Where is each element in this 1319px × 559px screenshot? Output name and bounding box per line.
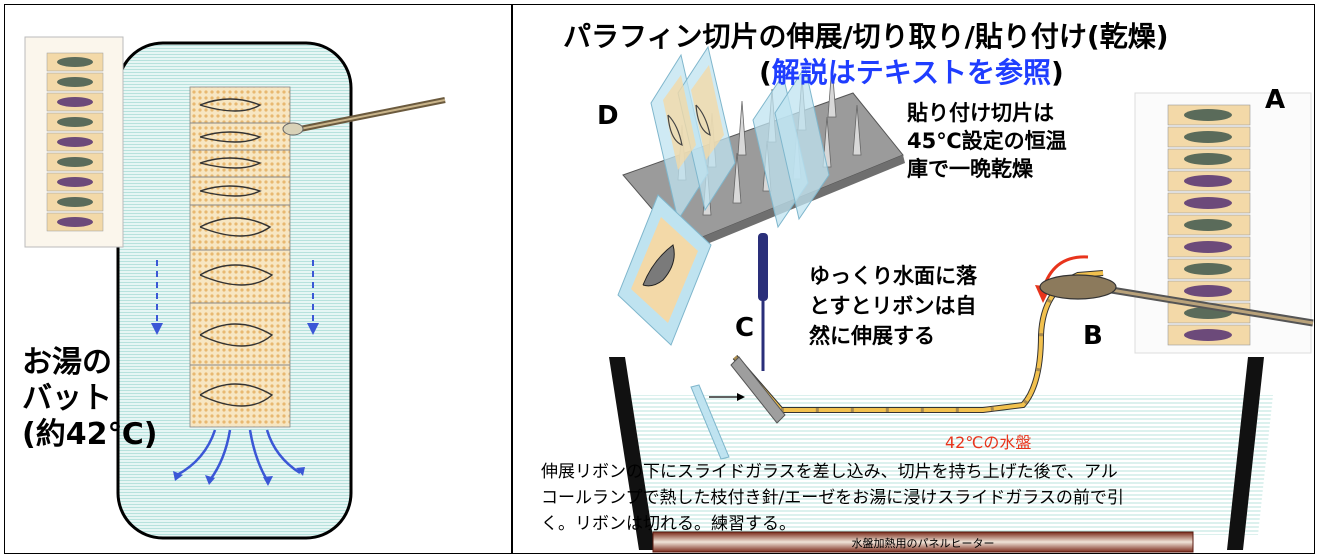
basin-wall-right — [1227, 357, 1264, 550]
flow-down-arrow-left — [151, 260, 163, 335]
water-surface — [623, 395, 1273, 535]
label-c: C — [735, 313, 755, 343]
label-a: A — [1265, 85, 1286, 115]
basin-wall-left — [609, 357, 655, 550]
float-note: ゆっくり水面に落 とすとリボンは自 然に伸展する — [809, 261, 977, 351]
float-note-line1: ゆっくり水面に落 — [809, 264, 977, 288]
push-arrow — [709, 393, 745, 401]
bath-label-line3: (約42℃) — [22, 417, 158, 452]
card-a-sections — [1167, 104, 1251, 346]
subtitle: (解説はテキストを参照) — [759, 51, 1064, 91]
outflow-arrows — [176, 429, 301, 481]
instruction-line2: コールランプで熱した枝付き針/エーゼをお湯に浸けスライドガラスの前で引 — [541, 488, 1124, 508]
float-note-line2: とすとリボンは自 — [809, 294, 977, 318]
water-bath-label: 42℃の水盤 — [945, 433, 1032, 452]
stretching-illustration — [609, 45, 1314, 553]
bath-label-line2: バット — [22, 381, 112, 416]
drying-note-line2: 45℃設定の恒温 — [907, 129, 1067, 153]
drying-note-line3: 庫で一晩乾燥 — [907, 157, 1033, 181]
label-b: B — [1083, 321, 1103, 351]
right-panel: パラフィン切片の伸展/切り取り/貼り付け(乾燥) (解説はテキストを参照) D … — [512, 4, 1315, 554]
subtitle-open-paren: ( — [759, 56, 772, 89]
heater-label: 水盤加熱用のパネルヒーター — [851, 537, 995, 550]
subtitle-close-paren: ) — [1050, 56, 1064, 89]
drying-note-line1: 貼り付け切片は — [907, 101, 1054, 125]
brush-tool-b — [1039, 274, 1314, 327]
label-d: D — [597, 101, 619, 131]
panel-heater — [652, 531, 1194, 553]
sample-card-sections — [46, 52, 104, 232]
float-note-line3: 然に伸展する — [809, 324, 935, 348]
instruction-text: 伸展リボンの下にスライドガラスを差し込み、切片を持ち上げた後で、アル コールラン… — [541, 459, 1124, 537]
drying-note: 貼り付け切片は 45℃設定の恒温 庫で一晩乾燥 — [907, 99, 1067, 183]
floating-ribbon — [189, 86, 291, 428]
instruction-line3: く。リボンは切れる。練習する。 — [541, 514, 796, 534]
instruction-line1: 伸展リボンの下にスライドガラスを差し込み、切片を持ち上げた後で、アル — [541, 462, 1118, 482]
left-panel: お湯の バット (約42℃) — [4, 4, 512, 554]
flow-down-arrow-right — [307, 260, 319, 335]
page-title: パラフィン切片の伸展/切り取り/貼り付け(乾燥) — [563, 20, 1169, 53]
subtitle-link: 解説はテキストを参照 — [771, 56, 1051, 89]
bath-label-line1: お湯の — [22, 345, 112, 380]
slide-with-section — [617, 194, 712, 346]
slide-in-water — [690, 384, 730, 460]
drying-rack — [622, 45, 905, 253]
bath-illustration — [24, 36, 446, 540]
slide-at-c — [730, 356, 786, 424]
vertical-needle — [758, 233, 768, 371]
needle-tool — [282, 97, 446, 136]
